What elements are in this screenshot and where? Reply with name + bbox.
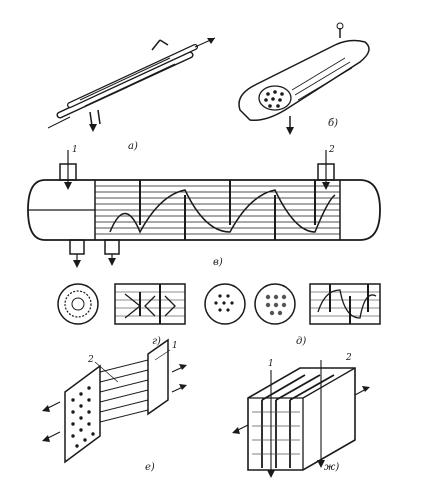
panel-d-segmental: д) bbox=[204, 283, 381, 347]
panel-a-double-pipe: а) bbox=[47, 37, 216, 152]
callout-v-2: 2 bbox=[328, 145, 335, 155]
baffles bbox=[139, 180, 316, 240]
panel-b-shell-tube: б) bbox=[238, 22, 370, 135]
panel-e-tube-bundle: 2 1 е) bbox=[42, 338, 187, 473]
panel-v-multipass: 1 2 в) bbox=[27, 145, 381, 268]
caption-panel-v: в) bbox=[213, 257, 223, 268]
callout-v-1: 1 bbox=[72, 145, 78, 155]
tube-bundle-lines bbox=[95, 185, 340, 235]
panel-g-disc-ring: г) bbox=[57, 283, 186, 347]
callout-e-1: 1 bbox=[172, 341, 178, 351]
callout-e-2: 2 bbox=[87, 355, 94, 365]
caption-panel-b: б) bbox=[328, 118, 338, 129]
caption-panel-e: е) bbox=[145, 462, 155, 473]
callout-zh-2: 2 bbox=[345, 353, 352, 363]
panel-zh-plate: 1 2 ж) bbox=[232, 353, 370, 478]
caption-panel-d: д) bbox=[296, 336, 306, 347]
caption-panel-zh: ж) bbox=[324, 462, 339, 473]
tube-sheet-holes bbox=[71, 386, 95, 448]
caption-panel-a: а) bbox=[128, 141, 138, 152]
caption-panel-g: г) bbox=[152, 336, 161, 347]
callout-zh-1: 1 bbox=[268, 359, 274, 369]
